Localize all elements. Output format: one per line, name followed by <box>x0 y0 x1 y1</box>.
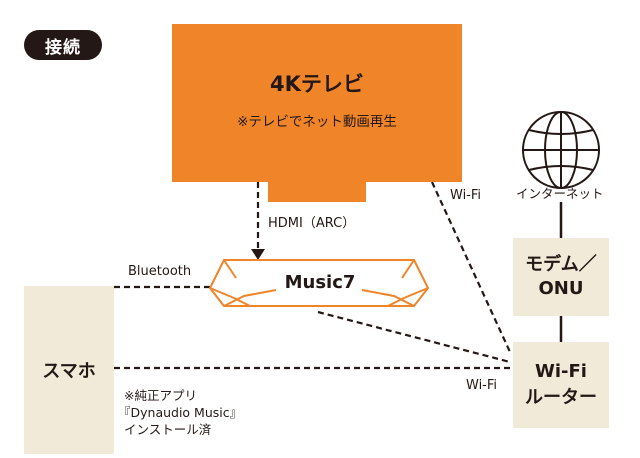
modem-line-2: ONU <box>538 278 584 299</box>
globe-icon <box>522 111 600 189</box>
wifi-tv-line <box>431 181 511 353</box>
bluetooth-label: Bluetooth <box>128 264 192 279</box>
tv-title: 4Kテレビ <box>270 72 364 96</box>
router-line-1: Wi-Fi <box>535 361 587 382</box>
router-line-2: ルーター <box>525 387 597 408</box>
router-box: Wi-Fi ルーター <box>513 342 609 428</box>
hdmi-label: HDMI（ARC） <box>268 216 356 231</box>
wifi-tv-label: Wi-Fi <box>450 188 482 203</box>
speaker-shape <box>208 259 430 307</box>
phone-label: スマホ <box>42 361 96 382</box>
wifi-speaker-line <box>317 310 511 364</box>
hdmi-arrowhead <box>251 249 265 260</box>
internet-label: インターネット <box>516 186 604 201</box>
modem-line-1: モデム／ <box>525 254 597 275</box>
phone-note-line-1: ※純正アプリ <box>124 388 197 403</box>
modem-box: モデム／ ONU <box>513 238 609 316</box>
wifi-phone-label: Wi-Fi <box>466 378 498 393</box>
phone-box: スマホ <box>24 286 114 454</box>
speaker-name: Music7 <box>284 272 356 293</box>
tv-stand <box>268 182 366 202</box>
tv-box <box>172 24 462 182</box>
phone-note-line-3: インストール済 <box>124 422 212 437</box>
section-badge: 接続 <box>24 30 102 60</box>
phone-note-line-2: 『Dynaudio Music』 <box>118 405 243 420</box>
tv-note: ※テレビでネット動画再生 <box>237 114 397 130</box>
